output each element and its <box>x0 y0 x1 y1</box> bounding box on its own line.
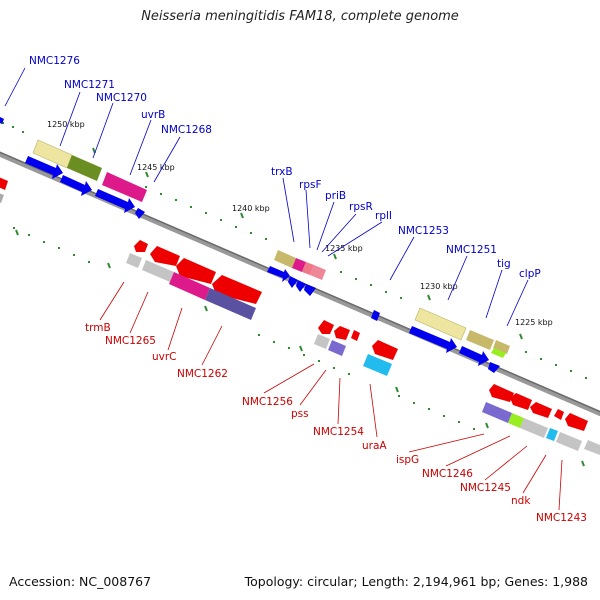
gene-label-ndk[interactable]: ndk <box>511 495 531 507</box>
gene-label-nmc1271[interactable]: NMC1271 <box>64 79 115 91</box>
kbp-label: 1240 kbp <box>232 204 270 213</box>
gene-label-nmc1276[interactable]: NMC1276 <box>29 55 80 67</box>
gene-arrow[interactable] <box>334 326 350 340</box>
gene-label-nmc1246[interactable]: NMC1246 <box>422 468 473 480</box>
forward-strand-genes <box>0 116 510 373</box>
gene-arrow[interactable] <box>95 189 135 213</box>
gene-block-ndk[interactable] <box>546 428 558 441</box>
inner-ruler <box>13 227 475 430</box>
forward-gene-labels: NMC1276 NMC1271 NMC1270 uvrB NMC1268 trx… <box>29 55 541 280</box>
gene-arrow[interactable] <box>488 362 500 373</box>
gene-arrow[interactable] <box>288 276 298 288</box>
gene-block-nmc1256[interactable] <box>314 334 330 349</box>
gene-arrow[interactable] <box>459 346 489 366</box>
gene-block[interactable] <box>584 440 600 455</box>
gene-arrow[interactable] <box>489 384 514 402</box>
gene-arrow[interactable] <box>150 246 180 266</box>
gene-arrow[interactable] <box>409 326 457 353</box>
gene-arrow[interactable] <box>371 310 380 321</box>
gene-label-rpsr[interactable]: rpsR <box>349 201 373 213</box>
gene-arrow[interactable] <box>60 175 92 196</box>
kbp-label: 1230 kbp <box>420 282 458 291</box>
gene-arrow[interactable] <box>25 156 63 179</box>
kbp-label: 1245 kbp <box>137 163 175 172</box>
gene-arrow[interactable] <box>134 240 148 252</box>
gene-block-ispg[interactable] <box>482 402 512 423</box>
gene-arrow[interactable] <box>554 409 564 420</box>
gene-label-rpli[interactable]: rplI <box>375 210 392 222</box>
inner-ruler-major-ticks <box>15 229 585 467</box>
reverse-label-leaders <box>99 281 563 511</box>
gene-arrow[interactable] <box>296 280 306 292</box>
kbp-label: 1250 kbp <box>47 120 85 129</box>
gene-block-lime[interactable] <box>491 348 506 358</box>
gene-block-nmc1245[interactable] <box>520 418 548 438</box>
gene-label-tig[interactable]: tig <box>497 258 511 270</box>
gene-label-uvrb[interactable]: uvrB <box>141 109 165 121</box>
gene-label-nmc1256[interactable]: NMC1256 <box>242 396 293 408</box>
outer-ruler <box>2 122 587 379</box>
gene-block-nmc1270[interactable] <box>67 155 102 181</box>
gene-block-uraa[interactable] <box>363 354 392 376</box>
gene-block-uvrc[interactable] <box>169 272 210 300</box>
gene-arrow[interactable] <box>267 266 290 282</box>
gene-block-trxb[interactable] <box>274 250 296 268</box>
map-title: Neisseria meningitidis FAM18, complete g… <box>141 9 459 24</box>
outer-ruler-major-ticks <box>92 147 523 340</box>
gene-block-nmc1265[interactable] <box>142 260 174 282</box>
gene-arrow[interactable] <box>318 320 334 334</box>
gene-block-uvrb[interactable] <box>102 172 147 202</box>
gene-label-nmc1245[interactable]: NMC1245 <box>460 482 511 494</box>
gene-label-prib[interactable]: priB <box>325 190 346 202</box>
reverse-strand-genes <box>0 176 600 455</box>
gene-label-trxb[interactable]: trxB <box>271 166 293 178</box>
gene-label-nmc1270[interactable]: NMC1270 <box>96 92 147 104</box>
gene-label-uvrc[interactable]: uvrC <box>152 351 177 363</box>
gene-block-nmc1262[interactable] <box>205 288 256 320</box>
gene-block-trmb[interactable] <box>126 253 142 268</box>
gene-arrow[interactable] <box>304 284 316 296</box>
gene-block-prib[interactable] <box>302 262 314 275</box>
gene-block-rpsr[interactable] <box>310 265 326 280</box>
gene-block-clpp[interactable] <box>493 340 510 354</box>
gene-label-nmc1251[interactable]: NMC1251 <box>446 244 497 256</box>
reverse-gene-labels: trmB NMC1265 uvrC NMC1262 NMC1256 pss NM… <box>85 322 587 524</box>
gene-label-nmc1254[interactable]: NMC1254 <box>313 426 364 438</box>
gene-block[interactable] <box>0 192 4 203</box>
gene-arrow[interactable] <box>351 330 360 341</box>
gene-block-nmc1243[interactable] <box>556 432 582 451</box>
gene-label-trmb[interactable]: trmB <box>85 322 111 334</box>
kbp-label: 1235 kbp <box>325 244 363 253</box>
gene-arrow[interactable] <box>135 208 145 219</box>
gene-label-nmc1262[interactable]: NMC1262 <box>177 368 228 380</box>
gene-label-nmc1253[interactable]: NMC1253 <box>398 225 449 237</box>
gene-label-nmc1265[interactable]: NMC1265 <box>105 335 156 347</box>
gene-arrow[interactable] <box>0 176 8 190</box>
gene-arrow[interactable] <box>212 275 262 304</box>
gene-block-rpsf[interactable] <box>292 258 306 272</box>
gene-block-nmc1253[interactable] <box>414 307 467 341</box>
gene-block-nmc1246[interactable] <box>508 413 524 428</box>
gene-label-nmc1243[interactable]: NMC1243 <box>536 512 587 524</box>
kbp-label: 1225 kbp <box>515 318 553 327</box>
gene-block-tig[interactable] <box>466 330 494 350</box>
gene-label-pss[interactable]: pss <box>291 408 309 420</box>
gene-arrow[interactable] <box>565 413 588 431</box>
gene-arrow[interactable] <box>530 402 552 418</box>
gene-label-clpp[interactable]: clpP <box>519 268 541 280</box>
gene-label-uraa[interactable]: uraA <box>362 440 387 452</box>
forward-label-leaders <box>4 67 529 327</box>
gene-label-ispg[interactable]: ispG <box>396 454 419 466</box>
gene-arrow[interactable] <box>372 340 398 360</box>
kbp-scale-labels: 1250 kbp 1245 kbp 1240 kbp 1235 kbp 1230… <box>47 120 553 327</box>
accession-text: Accession: NC_008767 <box>9 574 152 589</box>
gene-block-pss[interactable] <box>328 340 346 356</box>
gene-arrow[interactable] <box>510 393 532 410</box>
gene-label-nmc1268[interactable]: NMC1268 <box>161 124 212 136</box>
gene-label-rpsf[interactable]: rpsF <box>299 179 322 191</box>
gene-arrow[interactable] <box>0 116 4 124</box>
topology-text: Topology: circular; Length: 2,194,961 bp… <box>244 574 588 589</box>
